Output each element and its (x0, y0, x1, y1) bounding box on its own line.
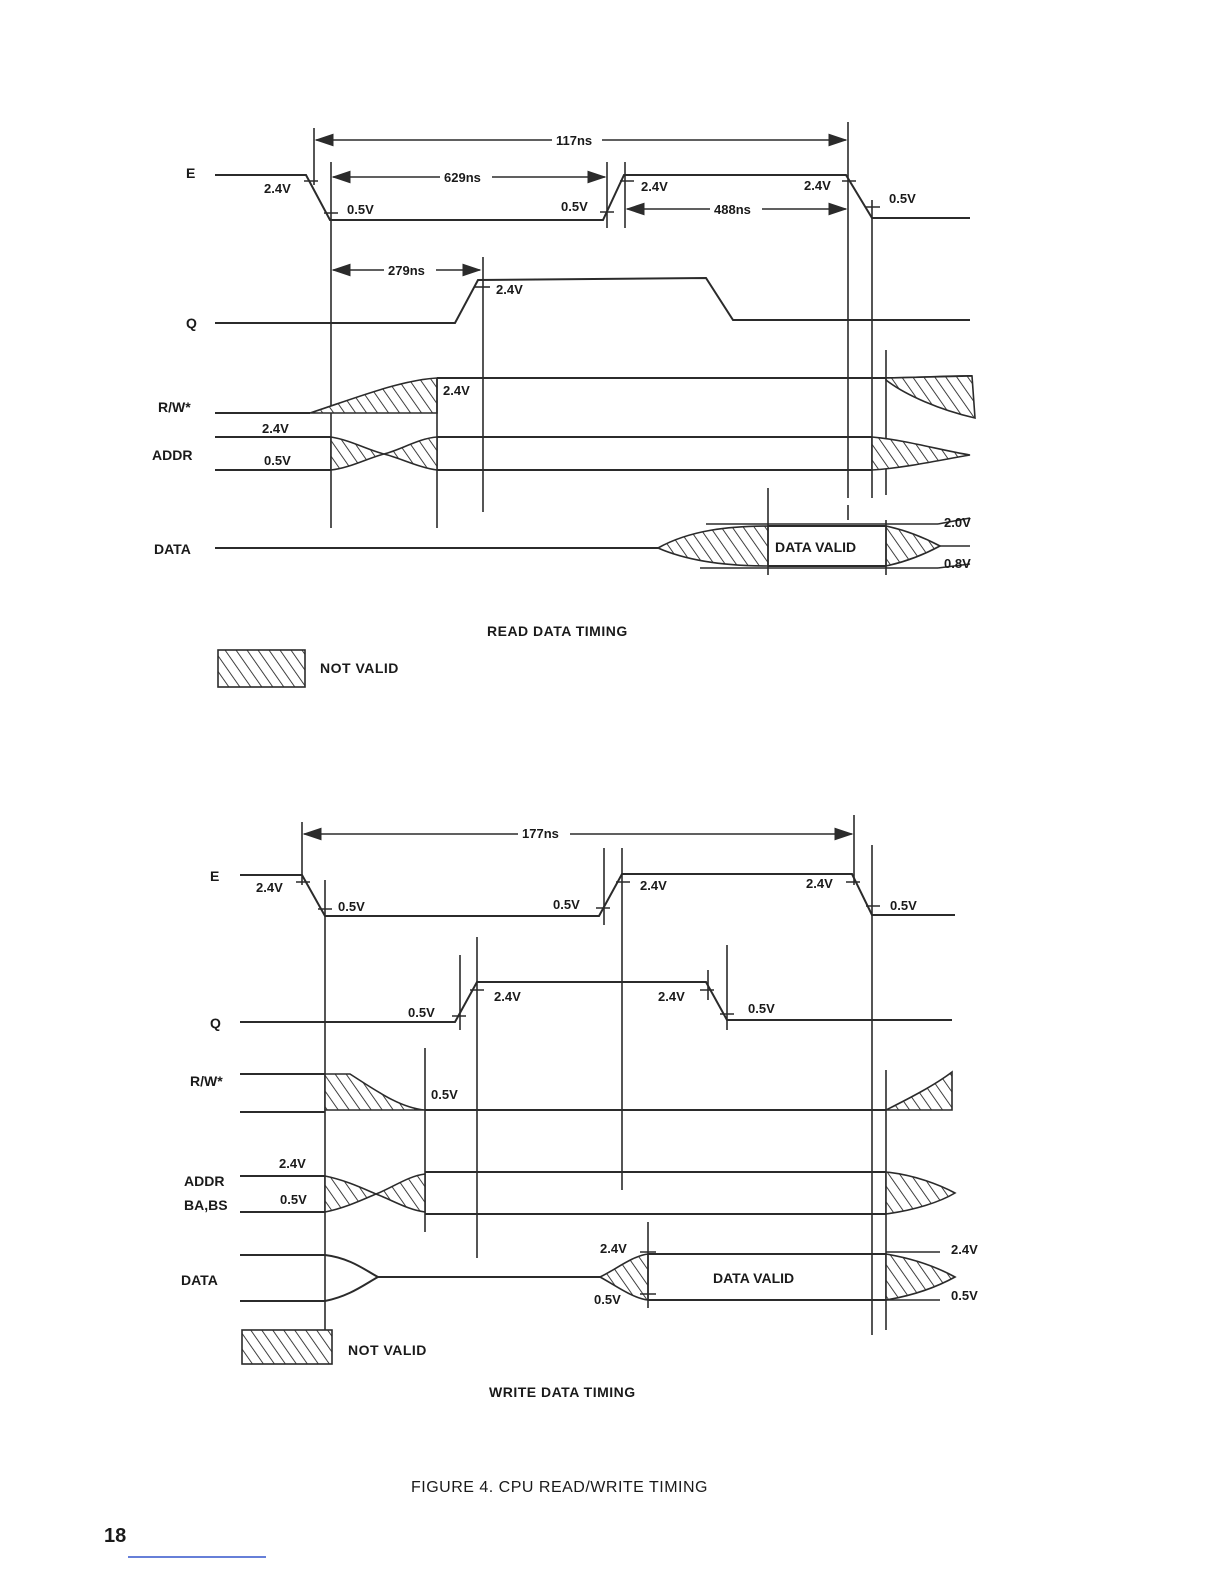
read-label-addr: ADDR (152, 447, 192, 463)
write-data-v24-a: 2.4V (600, 1241, 627, 1256)
write-addr-lines (425, 1171, 886, 1215)
write-q-v05-a: 0.5V (408, 1005, 435, 1020)
read-e-v05-c: 0.5V (889, 191, 916, 206)
write-e-v05-b: 0.5V (553, 897, 580, 912)
read-e-v24-b: 2.4V (641, 179, 668, 194)
read-label-data: DATA (154, 541, 191, 557)
write-label-q: Q (210, 1015, 221, 1031)
write-q-v24-b: 2.4V (658, 989, 685, 1004)
read-addr-notvalid-1 (330, 436, 385, 471)
write-rw-notvalid-2 (885, 1070, 953, 1111)
write-e-v05-a: 0.5V (338, 899, 365, 914)
read-addr-notvalid-3 (871, 436, 971, 471)
read-rw-notvalid-1 (309, 377, 438, 414)
read-q-waveform (215, 276, 970, 324)
write-rw-v05: 0.5V (431, 1087, 458, 1102)
write-data-v24-b: 2.4V (951, 1242, 978, 1257)
write-label-rw: R/W* (190, 1073, 223, 1089)
write-q-waveform (240, 981, 952, 1023)
write-label-babs: BA,BS (184, 1197, 228, 1213)
read-addr-v05: 0.5V (264, 453, 291, 468)
write-e-v24-a: 2.4V (256, 880, 283, 895)
read-e-v24-c: 2.4V (804, 178, 831, 193)
read-data-notvalid-1 (656, 525, 769, 567)
read-timing-diagram: E Q R/W* ADDR DATA 117ns 629ns 488ns 279… (152, 122, 976, 688)
write-data-valid-band (648, 1253, 886, 1301)
write-addr-notvalid-1 (324, 1175, 379, 1213)
write-e-v24-c: 2.4V (806, 876, 833, 891)
write-label-e: E (210, 868, 219, 884)
read-addr-v24: 2.4V (262, 421, 289, 436)
write-addr-v24: 2.4V (279, 1156, 306, 1171)
write-q-v24-a: 2.4V (494, 989, 521, 1004)
write-data-v05-a: 0.5V (594, 1292, 621, 1307)
read-caption: READ DATA TIMING (487, 623, 628, 639)
write-data-valid-label: DATA VALID (713, 1270, 794, 1286)
read-legend-label: NOT VALID (320, 660, 399, 676)
read-e-v05-a: 0.5V (347, 202, 374, 217)
read-e-waveform (215, 174, 970, 221)
write-data-v05-b: 0.5V (951, 1288, 978, 1303)
write-data-notvalid-2 (885, 1253, 957, 1301)
write-legend-label: NOT VALID (348, 1342, 427, 1358)
read-addr-notvalid-2 (383, 436, 438, 471)
read-time-117: 117ns (556, 133, 592, 148)
read-rw-v24: 2.4V (443, 383, 470, 398)
read-e-v24-a: 2.4V (264, 181, 291, 196)
read-data-notvalid-2 (885, 525, 942, 567)
write-timing-diagram: E Q R/W* ADDR BA,BS DATA 177ns 2.4V 0.5V… (181, 815, 978, 1400)
write-addr-left (240, 1175, 325, 1213)
read-data-thresholds (700, 523, 938, 569)
read-e-v05-b: 0.5V (561, 199, 588, 214)
write-caption: WRITE DATA TIMING (489, 1384, 636, 1400)
read-label-q: Q (186, 315, 197, 331)
read-label-e: E (186, 165, 195, 181)
write-rw-notvalid-1 (324, 1073, 426, 1111)
write-addr-notvalid-2 (373, 1173, 426, 1213)
read-legend-swatch (217, 649, 306, 688)
write-rw-left (240, 1073, 325, 1113)
write-label-addr: ADDR (184, 1173, 224, 1189)
write-e-v05-c: 0.5V (890, 898, 917, 913)
page-number: 18 (104, 1525, 126, 1547)
read-q-v24: 2.4V (496, 282, 523, 297)
write-label-data: DATA (181, 1272, 218, 1288)
read-addr-left (215, 436, 331, 471)
write-time-177: 177ns (522, 826, 559, 841)
write-addr-notvalid-3 (885, 1171, 957, 1215)
write-data-highz (324, 1254, 381, 1302)
write-legend-swatch (241, 1329, 333, 1365)
read-time-279: 279ns (388, 263, 425, 278)
read-data-valid-label: DATA VALID (775, 539, 856, 555)
write-data-left (240, 1254, 325, 1302)
read-data-v08: 0.8V (944, 556, 971, 571)
read-data-v20: 2.0V (944, 515, 971, 530)
read-data-valid-band (768, 525, 886, 567)
read-time-488: 488ns (714, 202, 751, 217)
write-q-v05-b: 0.5V (748, 1001, 775, 1016)
write-addr-v05: 0.5V (280, 1192, 307, 1207)
read-addr-lines (437, 436, 872, 471)
read-label-rw: R/W* (158, 399, 191, 415)
figure-caption: FIGURE 4. CPU READ/WRITE TIMING (411, 1479, 708, 1496)
read-rw-notvalid-2 (885, 375, 976, 420)
read-time-629: 629ns (444, 170, 481, 185)
write-e-v24-b: 2.4V (640, 878, 667, 893)
